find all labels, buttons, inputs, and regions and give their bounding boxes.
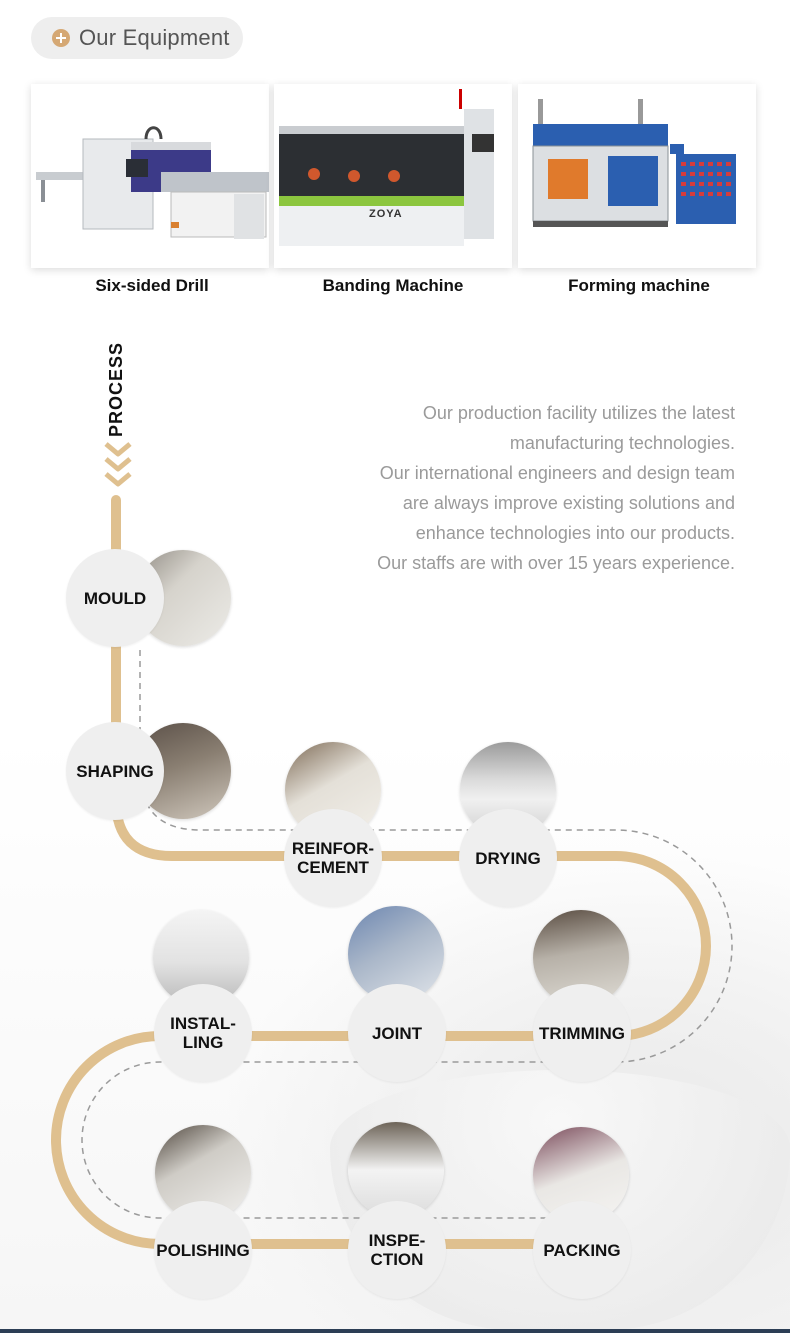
equipment-label-forming: Forming machine bbox=[568, 276, 710, 295]
equipment-card-drill bbox=[31, 84, 271, 268]
equipment-card-forming bbox=[518, 84, 756, 268]
step-label: TRIMMING bbox=[539, 1023, 625, 1043]
process-step-trimming: TRIMMING bbox=[533, 984, 631, 1082]
step-label: REINFOR- CEMENT bbox=[291, 839, 375, 877]
bottom-border bbox=[0, 1329, 790, 1333]
step-label: PACKING bbox=[543, 1240, 621, 1260]
process-step-drying: DRYING bbox=[459, 809, 557, 907]
six-sided-drill-image bbox=[36, 126, 271, 239]
description-line: Our production facility utilizes the lat… bbox=[422, 403, 735, 423]
section-header: Our Equipment bbox=[31, 17, 243, 59]
section-title: Our Equipment bbox=[79, 25, 230, 50]
step-label: SHAPING bbox=[76, 761, 154, 781]
description-line: manufacturing technologies. bbox=[509, 433, 735, 453]
banding-machine-image bbox=[279, 89, 494, 246]
equipment-label-banding: Banding Machine bbox=[322, 276, 464, 295]
description-line: are always improve existing solutions an… bbox=[402, 493, 735, 513]
step-label: MOULD bbox=[83, 588, 147, 608]
step-label: INSTAL- LING bbox=[170, 1014, 236, 1052]
process-description: Our production facility utilizes the lat… bbox=[320, 398, 735, 578]
step-label: JOINT bbox=[371, 1023, 423, 1043]
plus-circle-icon bbox=[52, 29, 70, 47]
process-step-polishing: POLISHING bbox=[154, 1201, 252, 1299]
process-step-mould: MOULD bbox=[66, 549, 164, 647]
description-line: Our international engineers and design t… bbox=[379, 463, 735, 483]
brand-logo: ZOYA bbox=[369, 208, 403, 220]
equipment-label-drill: Six-sided Drill bbox=[95, 276, 209, 295]
step-label: DRYING bbox=[475, 848, 541, 868]
forming-machine-image bbox=[532, 99, 736, 227]
process-step-reinforcement: REINFOR- CEMENT bbox=[284, 809, 382, 907]
process-step-shaping: SHAPING bbox=[66, 722, 164, 820]
description-line: Our staffs are with over 15 years experi… bbox=[377, 553, 735, 573]
process-step-joint: JOINT bbox=[348, 984, 446, 1082]
process-step-inspection: INSPE- CTION bbox=[348, 1201, 446, 1299]
description-line: enhance technologies into our products. bbox=[415, 523, 735, 543]
process-step-packing: PACKING bbox=[533, 1201, 631, 1299]
equipment-card-banding: ZOYA bbox=[274, 84, 512, 268]
step-label: POLISHING bbox=[156, 1240, 250, 1260]
chevron-down-icon bbox=[104, 442, 132, 487]
process-step-installing: INSTAL- LING bbox=[154, 984, 252, 1082]
step-label: INSPE- CTION bbox=[368, 1231, 426, 1269]
